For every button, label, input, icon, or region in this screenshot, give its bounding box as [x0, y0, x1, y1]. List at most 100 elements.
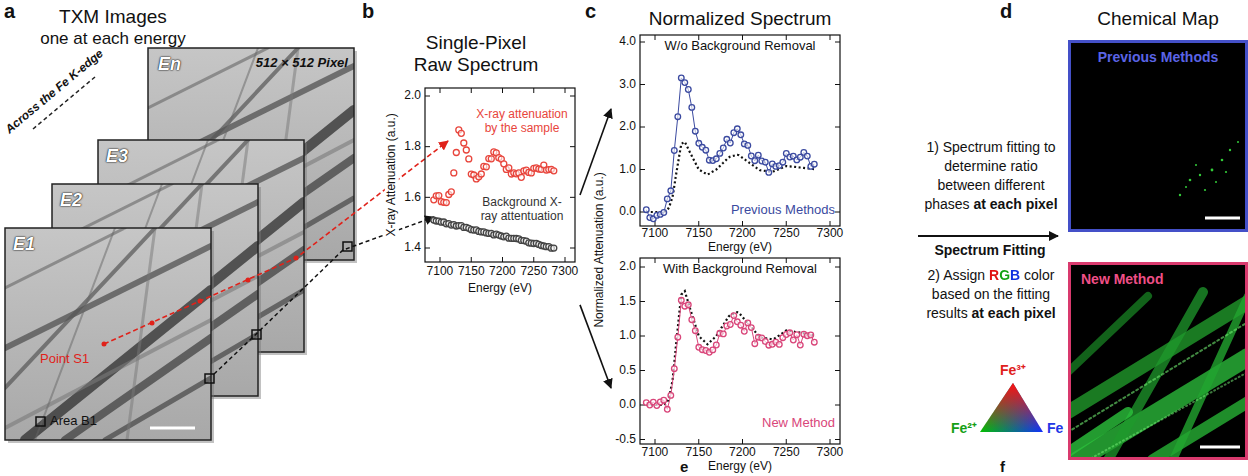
curve-note: Background X-ray attentuation: [474, 196, 570, 224]
axis-tick: [835, 301, 840, 302]
axis-tick: [835, 439, 840, 440]
data-point: [731, 313, 737, 319]
axis-tick: [786, 439, 787, 444]
data-point: [756, 152, 762, 158]
axis-title: X-ray Attenuation (a.u.): [385, 111, 399, 238]
axis-tick: [533, 257, 534, 262]
data-point: [466, 156, 472, 162]
data-point: [443, 200, 449, 206]
axis-tick: [655, 439, 656, 444]
data-point: [644, 207, 650, 213]
data-point: [661, 210, 667, 216]
area-label: Area B1: [50, 414, 97, 429]
axis-tick: [565, 257, 566, 262]
scale-bar: [1205, 217, 1240, 220]
data-point: [738, 322, 744, 328]
axis-tick: [570, 197, 575, 198]
step-text: 2) Assign RGB color based on the fitting…: [918, 266, 1064, 323]
scale-bar: [150, 427, 195, 430]
background-area-marks: [36, 242, 352, 426]
tick-label: 2.0: [619, 120, 636, 133]
axis-tick: [471, 257, 472, 262]
arrow-label: Spectrum Fitting: [934, 242, 1045, 258]
axis-tick: [640, 267, 645, 268]
data-point: [717, 151, 723, 157]
tick-label: 4.0: [619, 35, 636, 48]
axis-tick: [786, 221, 787, 226]
data-point: [812, 161, 818, 167]
rgb-word: RGB: [989, 267, 1020, 283]
axis-tick: [570, 96, 575, 97]
tick-label: 7200: [489, 265, 516, 278]
data-point: [780, 159, 786, 165]
phase-label: Fe³⁺: [1000, 362, 1026, 378]
data-point: [728, 322, 734, 328]
panel-letter: a: [4, 0, 15, 23]
axis-title: Normalized Attenuation (a.u.): [593, 170, 607, 329]
point-label: Point S1: [40, 352, 89, 367]
data-line: [646, 78, 814, 219]
axis-tick: [835, 212, 840, 213]
spectrum-chart: Single-Pixel Raw Spectrum: [372, 30, 580, 320]
data-point: [451, 170, 457, 176]
tick-label: 7300: [817, 446, 844, 459]
data-point: [742, 329, 748, 335]
axis-title: Energy (eV): [708, 460, 772, 473]
panel-title: one at each energy: [40, 29, 186, 49]
data-point: [752, 158, 758, 164]
data-point: [738, 132, 744, 138]
series-name: Previous Methods: [731, 203, 835, 218]
background-leader-arrow: [214, 217, 434, 374]
tick-label: 0.0: [619, 398, 636, 411]
data-point: [665, 196, 671, 202]
data-point: [693, 328, 699, 334]
axis-tick: [830, 439, 831, 444]
axis-tick: [533, 88, 534, 93]
axis-tick: [502, 88, 503, 93]
tick-label: 7300: [552, 265, 579, 278]
panel-title: Single-Pixel Raw Spectrum: [410, 32, 542, 76]
area-square: [36, 417, 45, 426]
chart-title: W/o Background Removal: [665, 39, 816, 54]
data-point: [453, 150, 459, 156]
data-point: [794, 332, 800, 338]
series-name: New Method: [762, 416, 835, 431]
data-line: [646, 300, 814, 409]
data-point: [693, 128, 699, 134]
tick-label: 0.5: [619, 364, 636, 377]
tick-label: 1.4: [404, 241, 421, 254]
data-point: [661, 397, 667, 403]
data-point: [798, 342, 804, 348]
txm-image-stack: [5, 48, 357, 443]
data-point: [668, 188, 674, 194]
data-point: [728, 140, 734, 146]
axis-tick: [425, 146, 430, 147]
data-point: [735, 126, 741, 132]
axis-tick: [640, 301, 645, 302]
data-point: [488, 156, 494, 162]
map-title: New Method: [1079, 271, 1165, 287]
tick-label: 1.8: [404, 140, 421, 153]
data-point: [506, 165, 512, 171]
data-point: [668, 393, 674, 399]
axis-tick: [830, 258, 831, 263]
panel-title: TXM Images: [59, 6, 167, 28]
map-speckles: [1179, 141, 1239, 196]
data-point: [672, 148, 678, 154]
axis-tick: [570, 146, 575, 147]
tick-label: -0.5: [615, 433, 636, 446]
energy-label: E3: [106, 146, 128, 167]
data-point: [478, 171, 484, 177]
tick-label: 7250: [773, 227, 800, 240]
data-point: [672, 366, 678, 372]
data-point: [448, 189, 454, 195]
tick-label: 0.0: [619, 205, 636, 218]
chemical-map: Previous Methods: [1068, 40, 1248, 232]
tick-label: 1.0: [619, 163, 636, 176]
tick-label: 7150: [685, 227, 712, 240]
axis-tick: [425, 197, 430, 198]
axis-tick: [565, 88, 566, 93]
data-point: [791, 337, 797, 343]
data-point: [686, 302, 692, 308]
